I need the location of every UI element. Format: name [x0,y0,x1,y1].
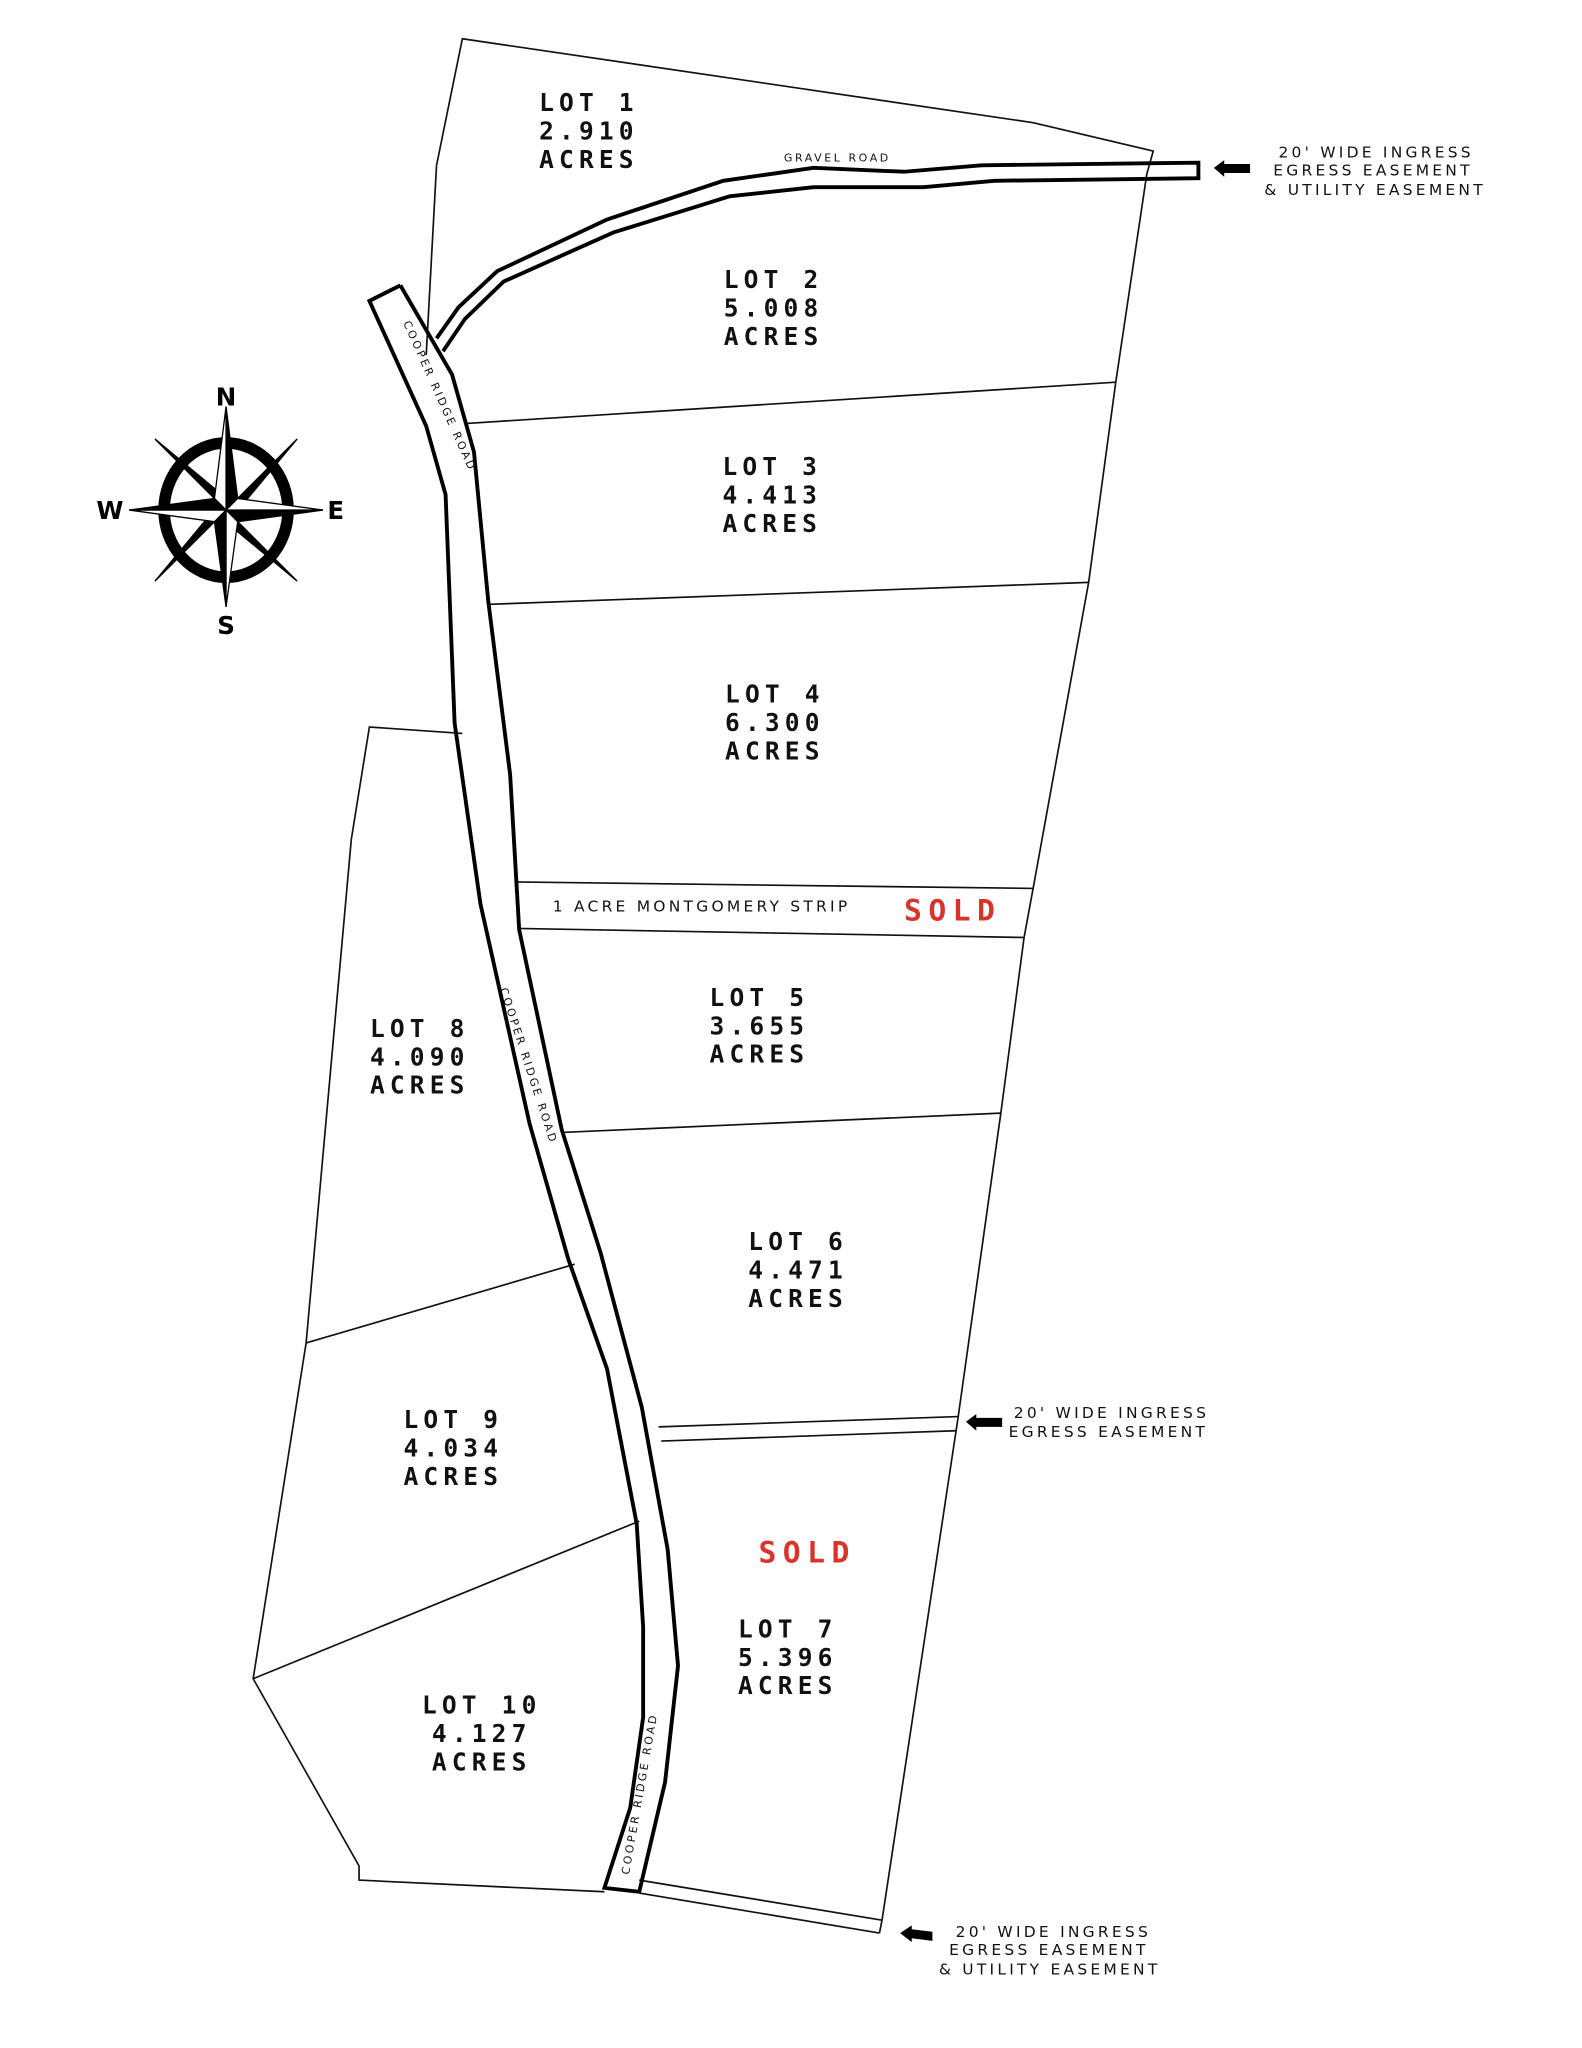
south-easement-cap [878,1919,883,1934]
lot-acres: 4.034 [404,1434,504,1463]
easement-north-line [658,1415,959,1428]
lot-name: LOT 2 [724,265,824,294]
parcel-lines [252,37,1155,1934]
easement-text: EGRESS EASEMENT [1009,1423,1209,1441]
strip-north-line [515,881,1034,890]
lot1-west-boundary [425,165,438,356]
lot-unit: ACRES [710,1040,810,1069]
lot8-lot9-line [305,1263,575,1344]
easement-south-line [661,1429,956,1442]
lot-acres: 4.413 [722,481,822,510]
easement-note-bottom: 20' WIDE INGRESS EGRESS EASEMENT & UTILI… [900,1923,1161,1978]
lot-name: LOT 5 [710,983,810,1012]
outer-boundary-top [435,37,1155,1921]
easement-text: & UTILITY EASEMENT [939,1960,1161,1978]
lot-unit: ACRES [432,1747,532,1776]
gravel-road: GRAVEL ROAD [434,151,1201,353]
lot-unit: ACRES [724,322,824,351]
lot-unit: ACRES [370,1071,470,1100]
lot-acres: 5.008 [724,293,824,322]
lot-acres: 5.396 [738,1643,838,1672]
lot2-lot3-line [464,381,1116,425]
easement-note-top: 20' WIDE INGRESS EGRESS EASEMENT & UTILI… [1213,144,1486,199]
lot7-sold-badge: SOLD [758,1535,855,1570]
south-easement-line-1 [639,1879,883,1921]
compass-e: E [327,496,344,525]
strip-south-line [517,927,1025,939]
easement-text: 20' WIDE INGRESS [956,1923,1151,1941]
easement-text: 20' WIDE INGRESS [1278,144,1473,162]
lot-unit: ACRES [539,145,639,174]
compass-s: S [217,611,235,640]
lot-acres: 4.471 [748,1255,848,1284]
lot-acres: 2.910 [539,116,639,145]
arrow-left-icon [1213,160,1251,177]
easement-text: EGRESS EASEMENT [1273,162,1473,180]
arrow-left-icon [965,1413,1003,1431]
lot-unit: ACRES [748,1284,848,1313]
lot-unit: ACRES [738,1671,838,1700]
lot-name: LOT 7 [738,1614,838,1643]
lot-name: LOT 6 [748,1227,848,1256]
west-boundary [252,726,605,1893]
lot-acres: 4.127 [432,1719,532,1748]
lot5-lot6-line [561,1112,1001,1134]
lot-name: LOT 3 [722,452,822,481]
lot-name: LOT 1 [539,88,639,117]
south-easement-line-2 [639,1892,880,1934]
lot3-lot4-line [489,581,1089,606]
compass-w: W [96,496,123,525]
compass-rose-icon: N S E W [96,382,344,640]
easement-text: EGRESS EASEMENT [949,1941,1149,1959]
lot-name: LOT 4 [725,679,825,708]
compass-n: N [216,382,237,411]
lot-unit: ACRES [722,509,822,538]
montgomery-strip-label: 1 ACRE MONTGOMERY STRIP [553,898,851,916]
lot-name: LOT 9 [404,1405,504,1434]
lot-unit: ACRES [725,736,825,765]
strip-sold-badge: SOLD [904,894,1001,929]
lot9-lot10-line [252,1520,640,1680]
lot-acres: 4.090 [370,1042,470,1071]
lot-unit: ACRES [404,1462,504,1491]
arrow-left-icon [900,1925,933,1943]
lot-acres: 3.655 [710,1011,810,1040]
gravel-road-label: GRAVEL ROAD [784,151,891,164]
lot-name: LOT 8 [370,1014,470,1043]
easement-note-middle: 20' WIDE INGRESS EGRESS EASEMENT [965,1404,1209,1441]
easement-text: & UTILITY EASEMENT [1264,181,1486,199]
easement-text: 20' WIDE INGRESS [1014,1404,1209,1422]
lot-acres: 6.300 [725,708,825,737]
lot-name: LOT 10 [422,1691,542,1720]
